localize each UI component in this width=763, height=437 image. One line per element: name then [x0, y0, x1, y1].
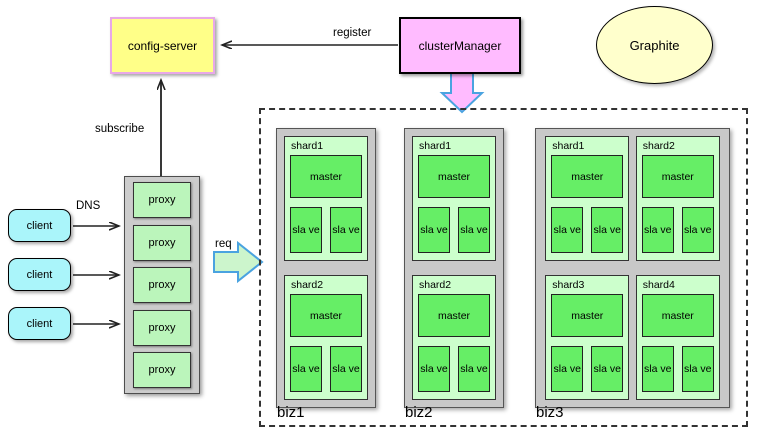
master-node[interactable]: master — [290, 294, 362, 337]
slave-node[interactable]: sla ve — [591, 346, 624, 392]
slave-node[interactable]: sla ve — [681, 207, 714, 253]
edge-label-dns: DNS — [76, 200, 101, 212]
master-node[interactable]: master — [551, 294, 624, 337]
edge-label-register: register — [333, 27, 372, 39]
shard-label: shard1 — [291, 140, 324, 152]
proxy-node[interactable]: proxy — [133, 309, 191, 346]
master-node[interactable]: master — [418, 294, 490, 337]
node-client-2[interactable]: client — [8, 258, 71, 291]
slave-node[interactable]: sla ve — [591, 207, 624, 253]
edge-label-req: req — [215, 238, 232, 250]
shard-label: shard2 — [642, 140, 675, 152]
shard-label: shard4 — [642, 279, 675, 291]
shard-label: shard1 — [419, 140, 452, 152]
biz-group-label-2: biz2 — [405, 404, 433, 421]
shard-label: shard3 — [552, 279, 585, 291]
edge-label-subscribe: subscribe — [95, 123, 145, 135]
slave-node[interactable]: sla ve — [641, 207, 674, 253]
proxy-rack: proxy proxy proxy proxy proxy — [124, 176, 200, 394]
proxy-node[interactable]: proxy — [133, 352, 191, 388]
slave-node[interactable]: sla ve — [458, 207, 490, 253]
slave-node[interactable]: sla ve — [458, 346, 490, 392]
proxy-node[interactable]: proxy — [133, 267, 191, 303]
master-node[interactable]: master — [290, 155, 362, 198]
node-graphite[interactable]: Graphite — [596, 6, 713, 84]
node-cluster-manager[interactable]: clusterManager — [399, 17, 521, 74]
node-config-server[interactable]: config-server — [110, 17, 215, 74]
master-node[interactable]: master — [551, 155, 624, 198]
slave-node[interactable]: sla ve — [330, 207, 362, 253]
proxy-node[interactable]: proxy — [133, 182, 191, 218]
slave-node[interactable]: sla ve — [330, 346, 362, 392]
master-node[interactable]: master — [641, 294, 714, 337]
slave-node[interactable]: sla ve — [551, 207, 584, 253]
node-client-3[interactable]: client — [8, 307, 71, 340]
shard-label: shard2 — [291, 279, 324, 291]
slave-node[interactable]: sla ve — [290, 346, 322, 392]
biz-group-label-3: biz3 — [536, 404, 564, 421]
slave-node[interactable]: sla ve — [681, 346, 714, 392]
master-node[interactable]: master — [418, 155, 490, 198]
proxy-node[interactable]: proxy — [133, 224, 191, 261]
master-node[interactable]: master — [641, 155, 714, 198]
node-client-1[interactable]: client — [8, 209, 71, 242]
slave-node[interactable]: sla ve — [418, 207, 450, 253]
slave-node[interactable]: sla ve — [290, 207, 322, 253]
slave-node[interactable]: sla ve — [418, 346, 450, 392]
shard-label: shard2 — [419, 279, 452, 291]
slave-node[interactable]: sla ve — [551, 346, 584, 392]
biz-group-label-1: biz1 — [277, 404, 305, 421]
cluster-region-boundary — [259, 108, 748, 427]
edge-migrate-arrow — [439, 71, 485, 114]
slave-node[interactable]: sla ve — [641, 346, 674, 392]
shard-label: shard1 — [552, 140, 585, 152]
